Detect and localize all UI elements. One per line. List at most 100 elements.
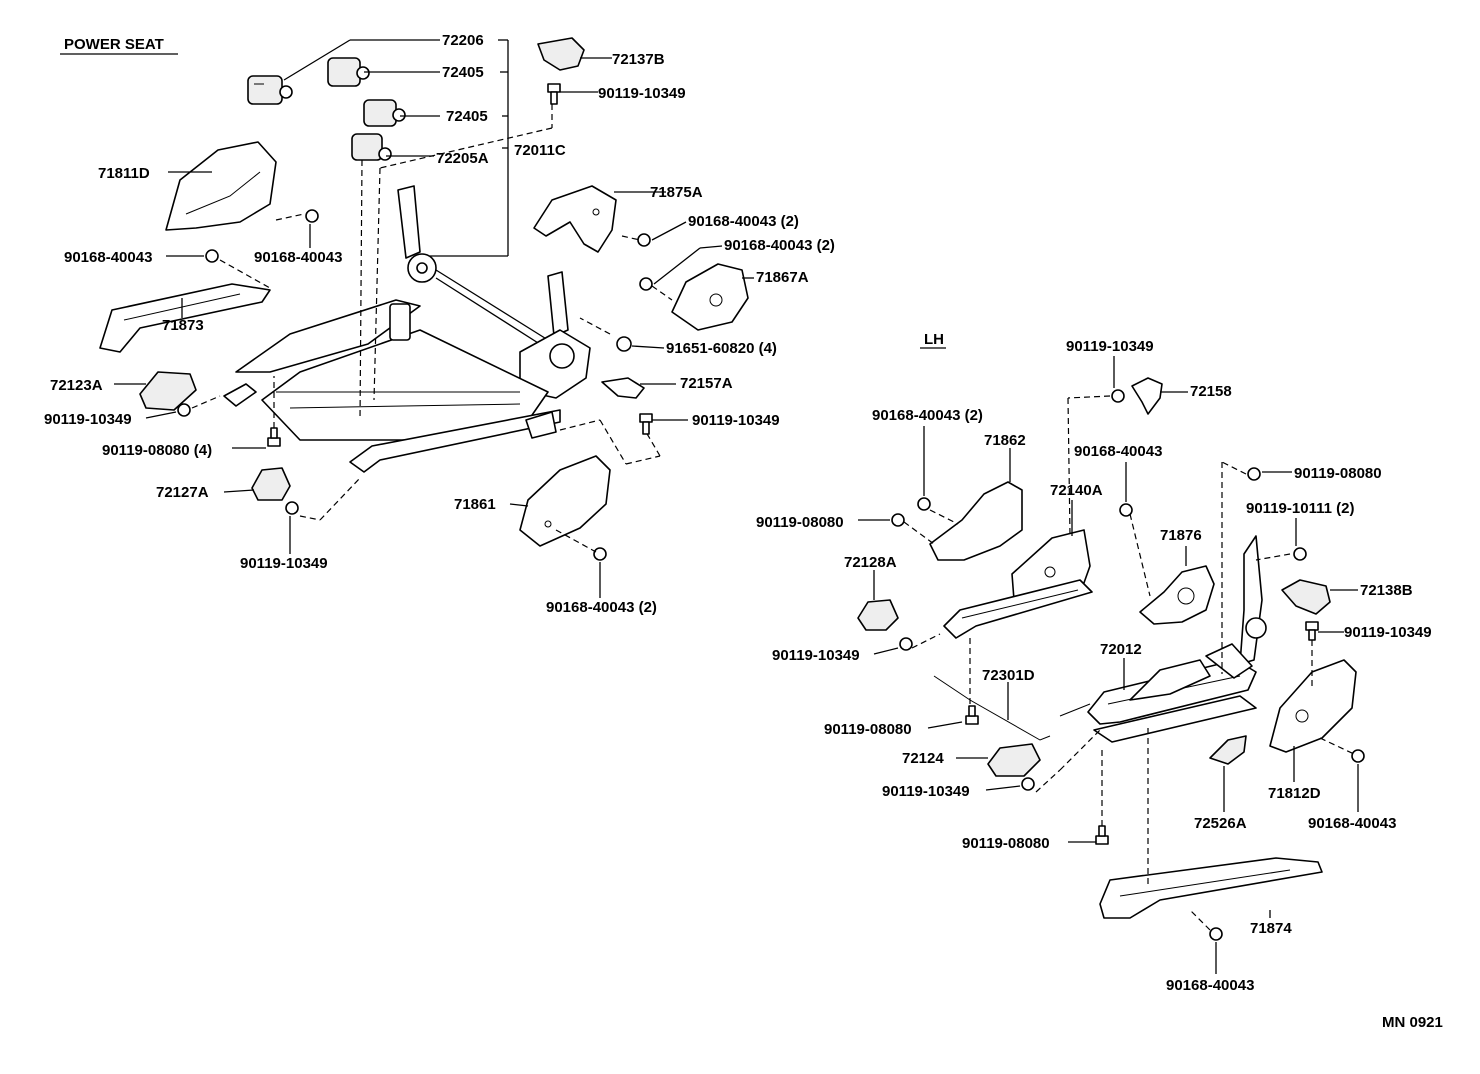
bolt-90119-10349-right — [639, 413, 653, 435]
label-72123A: 72123A — [50, 377, 103, 394]
bolt-90119-08080-left — [267, 427, 281, 447]
label-72138B: 72138B — [1360, 582, 1413, 599]
label-72012: 72012 — [1100, 641, 1142, 658]
motor-72205A — [351, 133, 392, 161]
label-71862: 71862 — [984, 432, 1026, 449]
label-71876: 71876 — [1160, 527, 1202, 544]
cover-72123A — [139, 371, 197, 411]
label-90168-40043-e: 90168-40043 — [1166, 977, 1254, 994]
label-72405-lower: 72405 — [446, 108, 488, 125]
label-72157A: 72157A — [680, 375, 733, 392]
label-90168-40043-2c: 90168-40043 (2) — [546, 599, 657, 616]
bolt-90119-08080-c — [965, 705, 979, 725]
label-71812D: 71812D — [1268, 785, 1321, 802]
rail-cover-71874 — [1099, 857, 1323, 919]
cover-72526A — [1209, 735, 1247, 765]
bracket-71862 — [929, 481, 1023, 561]
bolt-90119-10349-lh2 — [899, 637, 913, 651]
bracket-71875A — [533, 185, 617, 253]
label-72124: 72124 — [902, 750, 944, 767]
label-90119-10349-lh3: 90119-10349 — [1344, 624, 1432, 641]
label-71875A: 71875A — [650, 184, 703, 201]
screw-90168-40043-left — [205, 249, 219, 263]
label-71867A: 71867A — [756, 269, 809, 286]
label-72137B: 72137B — [612, 51, 665, 68]
motor-72405-upper — [327, 57, 370, 87]
cover-71812D — [1269, 659, 1357, 753]
label-90119-10349-lh1: 90119-10349 — [1066, 338, 1154, 355]
label-72405-upper: 72405 — [442, 64, 484, 81]
label-72128A: 72128A — [844, 554, 897, 571]
bolt-90119-10349-lh3 — [1305, 621, 1319, 641]
bracket-71876 — [1139, 565, 1215, 625]
label-90119-10349-lh4: 90119-10349 — [882, 783, 970, 800]
label-91651-60820: 91651-60820 (4) — [666, 340, 777, 357]
clip-72138B — [1281, 579, 1331, 615]
bolt-90119-08080-a — [891, 513, 905, 527]
leader-lines-right — [858, 356, 1359, 974]
label-90168-40043-2a: 90168-40043 (2) — [688, 213, 799, 230]
diagram-title: POWER SEAT — [64, 36, 164, 53]
diagram-code: MN 0921 — [1382, 1014, 1443, 1031]
bolt-90119-10349-left — [177, 403, 191, 417]
cover-72124 — [987, 743, 1041, 777]
label-71811D: 71811D — [98, 165, 150, 182]
label-90119-10349-left: 90119-10349 — [44, 411, 132, 428]
screw-71811D — [305, 209, 319, 223]
screw-90168-40043-2a — [637, 233, 651, 247]
rail-cover-71873 — [99, 283, 271, 353]
motor-72206 — [247, 75, 293, 105]
label-90168-40043-c: 90168-40043 — [1074, 443, 1162, 460]
side-label: LH — [924, 331, 944, 348]
leader-lines-left — [114, 39, 754, 598]
label-72205A: 72205A — [436, 150, 489, 167]
label-72158: 72158 — [1190, 383, 1232, 400]
bolt-90119-08080-b — [1247, 467, 1261, 481]
cover-72127A — [251, 467, 291, 501]
seat-adjuster-72012 — [943, 535, 1267, 743]
cover-71867A — [671, 263, 749, 331]
bolt-90119-08080-d — [1095, 825, 1109, 845]
screw-90168-40043-d — [1351, 749, 1365, 763]
screw-90168-40043-e — [1209, 927, 1223, 941]
label-90119-08080-d: 90119-08080 — [962, 835, 1050, 852]
label-72140A: 72140A — [1050, 482, 1103, 499]
screw-90168-40043-c — [1119, 503, 1133, 517]
label-72301D: 72301D — [982, 667, 1035, 684]
cover-72157A — [601, 377, 645, 399]
label-90119-10349-lh2: 90119-10349 — [772, 647, 860, 664]
motor-72405-lower — [363, 99, 406, 127]
label-71873: 71873 — [162, 317, 204, 334]
clip-72158 — [1131, 377, 1163, 415]
label-90168-40043-d: 90168-40043 — [1308, 815, 1396, 832]
label-90168-40043-2d: 90168-40043 (2) — [872, 407, 983, 424]
label-90119-10349-top: 90119-10349 — [598, 85, 686, 102]
label-90119-08080-b: 90119-08080 — [1294, 465, 1382, 482]
cover-71811D — [165, 141, 277, 231]
bolt-90119-10349-bottom — [285, 501, 299, 515]
label-90168-40043-left: 90168-40043 — [64, 249, 152, 266]
label-71874: 71874 — [1250, 920, 1292, 937]
cover-72128A — [857, 599, 899, 631]
label-71861: 71861 — [454, 496, 496, 513]
screw-90168-40043-2c — [593, 547, 607, 561]
label-90119-08080-a: 90119-08080 — [756, 514, 844, 531]
label-90168-40043-cover: 90168-40043 — [254, 249, 342, 266]
label-90119-08080-4: 90119-08080 (4) — [102, 442, 212, 459]
label-90168-40043-2b: 90168-40043 (2) — [724, 237, 835, 254]
label-72206: 72206 — [442, 32, 484, 49]
bolt-90119-10349-lh1 — [1111, 389, 1125, 403]
label-72127A: 72127A — [156, 484, 209, 501]
cable-72301D — [933, 675, 1051, 741]
bolt-91651-60820 — [616, 336, 632, 352]
clip-72137B — [537, 37, 585, 71]
seat-frame-72011C — [223, 185, 591, 473]
label-72526A: 72526A — [1194, 815, 1247, 832]
label-90119-10349-right: 90119-10349 — [692, 412, 780, 429]
label-90119-10349-bottom: 90119-10349 — [240, 555, 328, 572]
bolt-90119-10349-lh4 — [1021, 777, 1035, 791]
shield-71861 — [519, 455, 611, 547]
screw-90168-40043-2b — [639, 277, 653, 291]
